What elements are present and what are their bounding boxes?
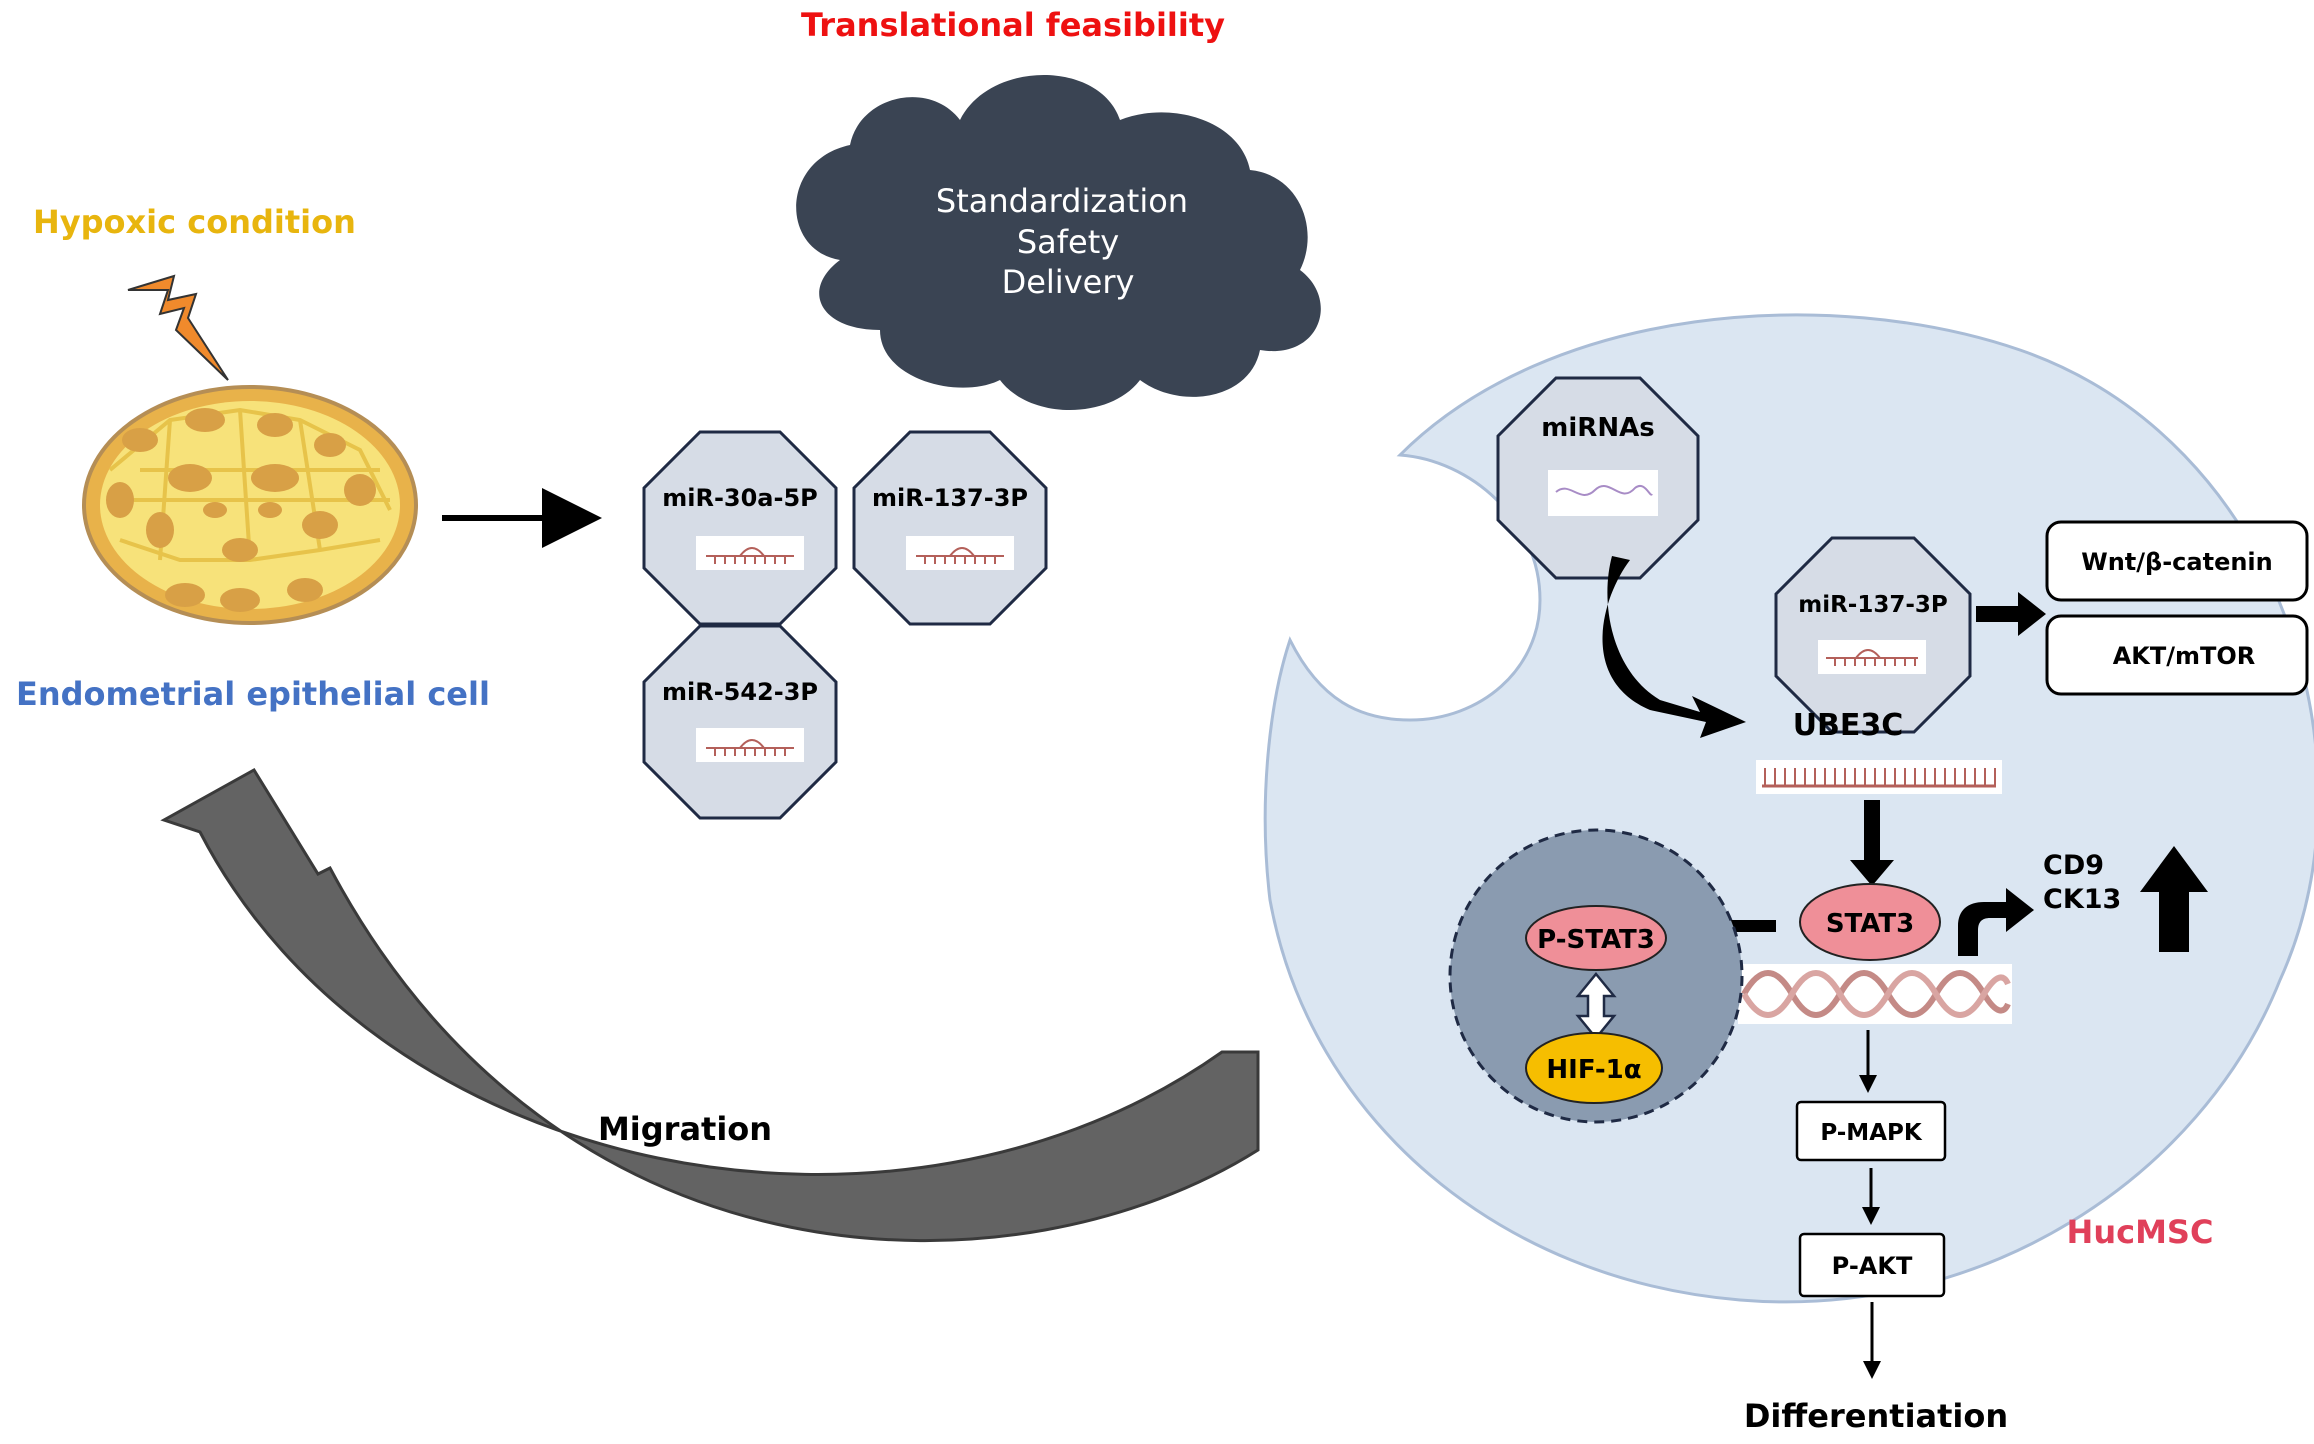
- differentiation-label: Differentiation: [1744, 1397, 2008, 1435]
- cloud-line-delivery: Delivery: [1002, 263, 1135, 301]
- pstat3-node: P-STAT3: [1525, 905, 1667, 971]
- hif-node: HIF-1α: [1525, 1032, 1663, 1104]
- pmapk-node: P-MAPK: [1795, 1100, 1947, 1162]
- exosome-mirna-30a: miR-30a-5P: [642, 430, 838, 626]
- exosome-mirna-137: miR-137-3P: [852, 430, 1048, 626]
- mirna-137-label: miR-137-3P: [872, 484, 1028, 512]
- exosome-mirna-542: miR-542-3P: [642, 624, 838, 820]
- pathway-wnt-label: Wnt/β-catenin: [2081, 548, 2273, 576]
- hucmsc-mir137: miR-137-3P: [1774, 536, 1972, 734]
- upregulation-arrow: [2140, 846, 2208, 952]
- pakt-node: P-AKT: [1798, 1232, 1946, 1298]
- endometrial-cell-label: Endometrial epithelial cell: [16, 675, 490, 713]
- mirna-30a-label: miR-30a-5P: [662, 484, 818, 512]
- mirnas-label: miRNAs: [1541, 413, 1654, 443]
- lightning-icon: [127, 274, 229, 381]
- hucmsc-label: HucMSC: [2067, 1213, 2214, 1251]
- mirna-542-label: miR-542-3P: [662, 678, 818, 706]
- hucmsc-mirnas: miRNAs: [1496, 376, 1700, 580]
- cloud-shape: [796, 75, 1321, 410]
- mir137-label: miR-137-3P: [1798, 592, 1948, 618]
- dna-helix-icon: [1738, 964, 2012, 1024]
- arrow-to-markers: [1958, 888, 2034, 956]
- pathway-akt-mtor-label: AKT/mTOR: [2113, 642, 2256, 670]
- migration-label: Migration: [598, 1110, 772, 1148]
- hucmsc-cell: [1263, 313, 2314, 1304]
- arrow-mirnas-to-ube3c: [1602, 556, 1746, 738]
- ube3c-rna-icon: [1756, 760, 2002, 794]
- stat3-node: STAT3: [1799, 883, 1941, 961]
- marker-ck13: CK13: [2043, 884, 2121, 915]
- pstat3-label: P-STAT3: [1537, 925, 1655, 955]
- pmapk-label: P-MAPK: [1820, 1120, 1923, 1146]
- hif-label: HIF-1α: [1546, 1055, 1641, 1085]
- arrow-ube3c-to-stat3: [1850, 800, 1894, 886]
- cloud-line-standardization: Standardization: [936, 182, 1188, 220]
- marker-cd9: CD9: [2043, 850, 2104, 881]
- migration-arrow: [160, 767, 1260, 1243]
- pathway-akt-mtor: AKT/mTOR: [2045, 614, 2309, 696]
- cloud-line-safety: Safety: [1017, 223, 1119, 261]
- ube3c-label: UBE3C: [1793, 708, 1904, 743]
- hypoxic-condition-label: Hypoxic condition: [33, 203, 356, 241]
- page-title: Translational feasibility: [801, 6, 1225, 44]
- endometrial-cell-icon: [82, 385, 418, 625]
- translational-cloud: Standardization Safety Delivery: [796, 75, 1321, 410]
- arrow-to-pathways: [1976, 592, 2046, 636]
- stat3-label: STAT3: [1826, 909, 1914, 939]
- pakt-label: P-AKT: [1832, 1252, 1913, 1280]
- pathway-wnt: Wnt/β-catenin: [2045, 520, 2309, 602]
